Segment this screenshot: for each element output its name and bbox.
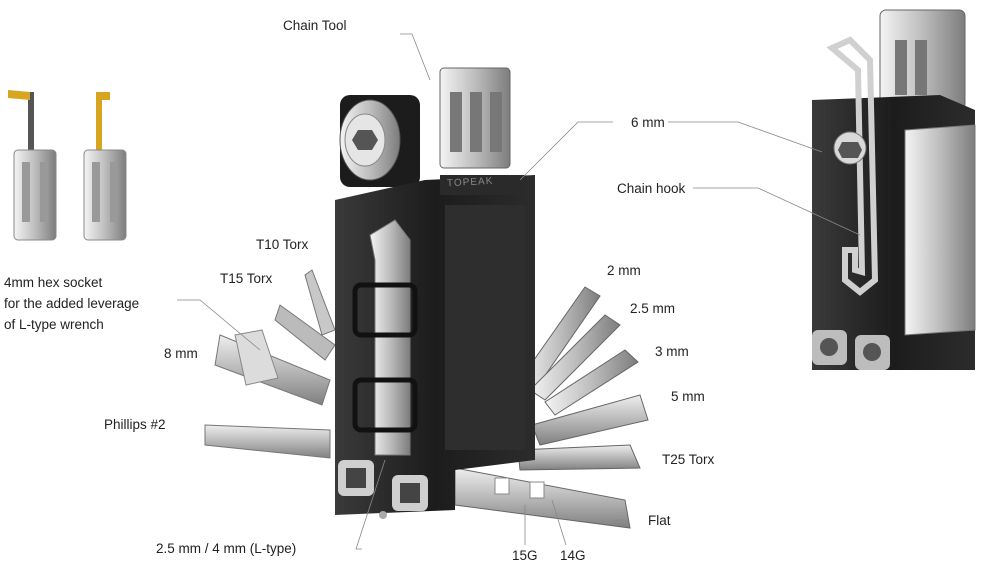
label-2-5mm: 2.5 mm: [630, 301, 676, 316]
label-15g: 15G: [512, 548, 538, 563]
label-2mm: 2 mm: [607, 263, 641, 278]
label-t25-torx: T25 Torx: [662, 452, 715, 467]
note-line-2: for the added leverage: [4, 296, 140, 311]
label-l-type: 2.5 mm / 4 mm (L-type): [156, 541, 297, 556]
label-t15-torx: T15 Torx: [220, 271, 273, 286]
label-8mm: 8 mm: [164, 346, 198, 361]
label-phillips-2: Phillips #2: [104, 417, 166, 432]
leader-lines: [177, 33, 861, 550]
label-6mm: 6 mm: [631, 115, 665, 130]
main-tool-body: [335, 67, 535, 519]
side-view-tool: [812, 9, 976, 370]
label-3mm: 3 mm: [655, 344, 689, 359]
note-line-1: 4mm hex socket: [4, 275, 103, 290]
small-tool-left: [8, 90, 57, 241]
label-chain-tool: Chain Tool: [283, 18, 347, 33]
label-flat: Flat: [648, 513, 671, 528]
small-tool-right: [83, 92, 127, 241]
note-line-3: of L-type wrench: [4, 317, 104, 332]
label-5mm: 5 mm: [671, 389, 705, 404]
label-t10-torx: T10 Torx: [256, 237, 309, 252]
label-14g: 14G: [560, 548, 586, 563]
label-chain-hook: Chain hook: [617, 181, 686, 196]
hex-socket-note: 4mm hex socket for the added leverage of…: [4, 272, 139, 335]
